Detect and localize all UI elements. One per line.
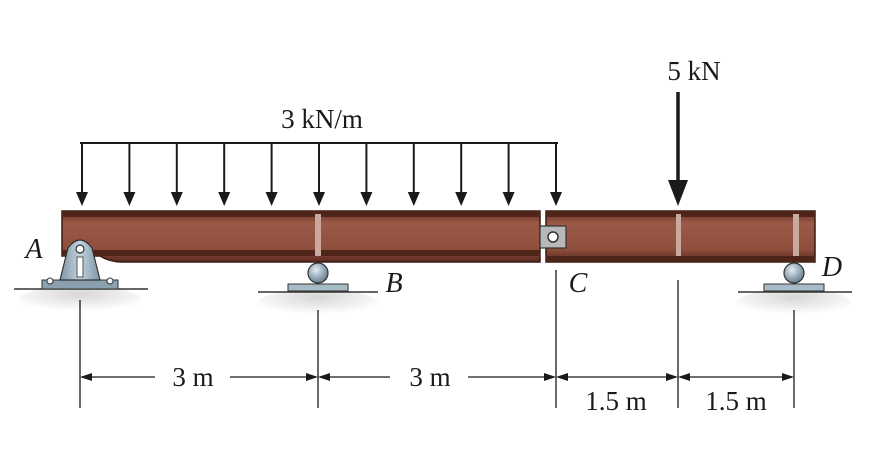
point-a-label: A xyxy=(23,234,43,265)
distributed-load xyxy=(76,142,562,206)
udl-arrow xyxy=(218,143,231,206)
udl-arrow xyxy=(407,143,420,206)
dimension-c-load-label: 1.5 m xyxy=(585,386,647,416)
distributed-load-label: 3 kN/m xyxy=(281,104,363,134)
roller-support-d xyxy=(763,262,825,292)
point-c-label: C xyxy=(569,268,588,299)
dimension-ab: 3 m xyxy=(80,362,318,392)
ground-d xyxy=(736,289,852,317)
dimension-load-d-label: 1.5 m xyxy=(705,386,767,416)
udl-arrow xyxy=(170,143,183,206)
udl-arrow xyxy=(313,143,325,206)
udl-arrow xyxy=(76,143,88,206)
udl-arrow xyxy=(360,143,373,206)
pin-support-a xyxy=(41,239,119,290)
point-b-label: B xyxy=(385,268,402,299)
beam-segment-ac xyxy=(61,210,541,263)
dimension-bc: 3 m xyxy=(318,362,556,392)
beam-segment-cd xyxy=(545,210,816,263)
dimension-ab-label: 3 m xyxy=(172,362,213,392)
udl-arrow xyxy=(265,143,278,206)
udl-arrow xyxy=(455,143,468,206)
hinge-c xyxy=(539,225,567,249)
ground-a xyxy=(14,286,148,314)
dimension-load-d: 1.5 m xyxy=(678,373,794,416)
dimension-bc-label: 3 m xyxy=(409,362,450,392)
point-load-arrow xyxy=(668,92,688,206)
udl-arrows xyxy=(76,143,562,206)
point-load-label: 5 kN xyxy=(667,56,720,86)
point-d-label: D xyxy=(821,252,842,283)
dimension-extension-lines xyxy=(79,270,795,408)
roller-support-b xyxy=(287,262,349,292)
udl-arrow xyxy=(123,143,136,206)
dimension-c-load: 1.5 m xyxy=(556,373,678,416)
udl-arrow xyxy=(550,143,562,206)
udl-arrow xyxy=(502,143,515,206)
ground-b xyxy=(258,289,378,317)
